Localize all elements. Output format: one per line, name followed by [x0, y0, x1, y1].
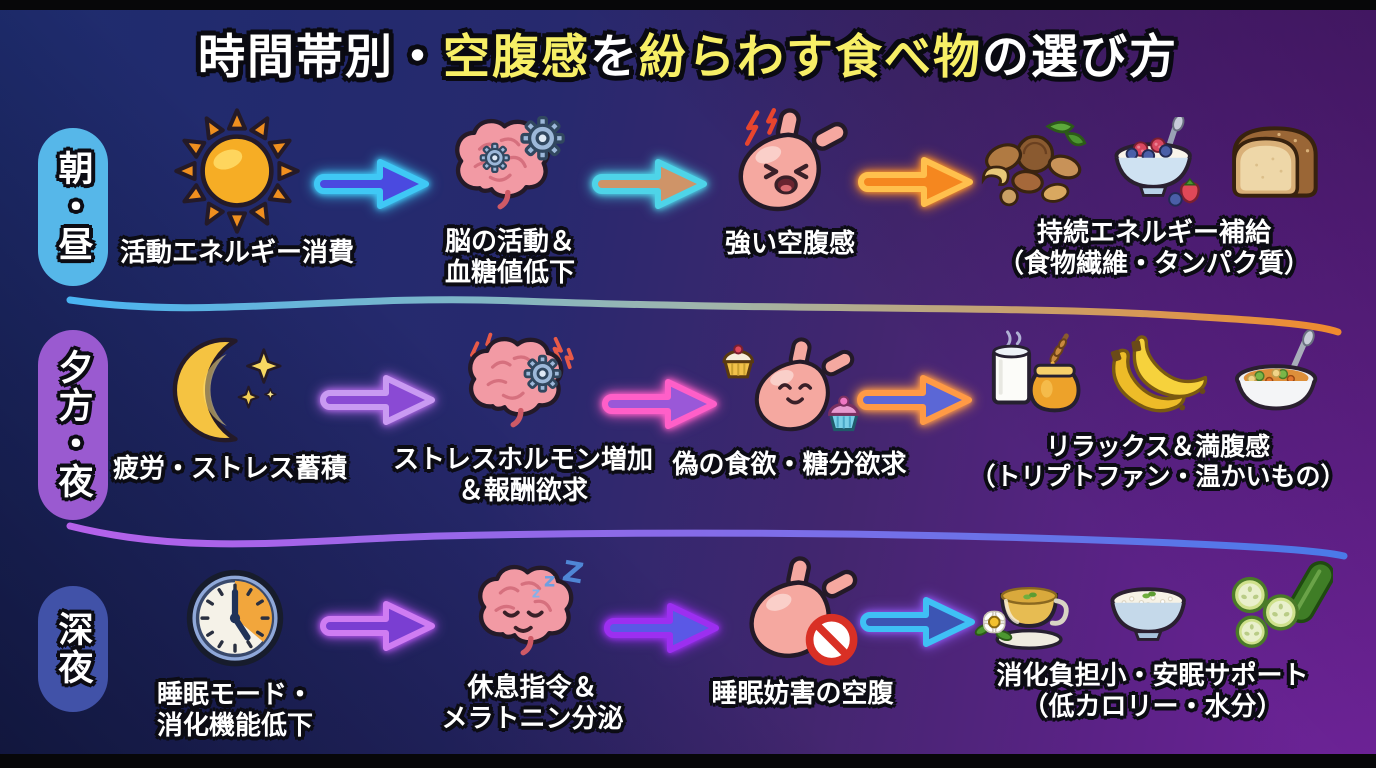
period-label-morning: 朝・昼 [52, 150, 93, 264]
arrow-evening-3 [855, 368, 979, 432]
hot-milk-honey-icon [991, 330, 1081, 413]
stage-label: 睡眠妨害の空腹 [711, 679, 894, 709]
foods-label: 持続エネルギー補給（食物繊維・タンパク質） [997, 218, 1310, 279]
row-separator-2 [0, 514, 1376, 564]
title-seg-5: の選び方 [982, 30, 1178, 85]
stage-label: 疲労・ストレス蓄積 [112, 454, 347, 484]
title-seg-3: を [590, 30, 639, 85]
clock-icon [186, 569, 284, 667]
stage-label: 休息指令＆メラトニン分泌 [441, 673, 624, 734]
period-badge-evening: 夕方・夜 [38, 330, 108, 520]
stage-label: 脳の活動＆血糖値低下 [444, 227, 575, 288]
yogurt-berries-icon [1114, 117, 1200, 207]
stomach-angry-icon [738, 108, 848, 212]
period-label-evening: 夕方・夜 [52, 349, 93, 501]
stage-midnight-hunger: 睡眠妨害の空腹 [690, 556, 915, 710]
chamomile-tea-icon [974, 586, 1069, 650]
stage-midnight-sleepmode: 睡眠モード・消化機能低下 [125, 558, 345, 741]
brain-stress-gear-icon [468, 332, 574, 428]
arrow-midnight-2 [602, 596, 726, 660]
food-icons-row [976, 330, 1340, 428]
foods-label: リラックス＆満腹感（トリプトファン・温かいもの） [970, 432, 1346, 491]
cucumber-icon [1231, 561, 1333, 648]
row-separator-1 [0, 288, 1376, 338]
food-icons-row [973, 560, 1333, 657]
arrow-morning-1 [312, 152, 436, 216]
svg-text:Z: Z [560, 556, 586, 590]
vegetable-soup-icon [1234, 330, 1318, 411]
brain-sleeping-icon: Z z z [477, 556, 586, 656]
svg-text:z: z [543, 568, 554, 591]
title-seg-1: 時間帯別・ [198, 30, 443, 85]
foods-morning: 持続エネルギー補給（食物繊維・タンパク質） [968, 112, 1340, 279]
stage-label: 強い空腹感 [724, 229, 855, 259]
bottom-letterbox-bar [0, 754, 1376, 768]
stage-evening-craving: 偽の食欲・糖分欲求 [662, 334, 917, 481]
brain-gears-icon [455, 115, 565, 210]
food-icons-row [974, 112, 1334, 214]
arrow-evening-1 [318, 368, 442, 432]
stomach-blocked-icon [748, 556, 857, 666]
arrow-midnight-3 [858, 590, 982, 654]
foods-midnight: 消化負担小・安眠サポート（低カロリー・水分） [955, 560, 1350, 722]
title-seg-4: 紛らわす食べ物 [639, 30, 982, 85]
banana-icon [1110, 335, 1208, 413]
stage-label: 睡眠モード・消化機能低下 [156, 680, 313, 741]
stage-label: 活動エネルギー消費 [119, 238, 354, 268]
arrow-morning-3 [856, 150, 980, 214]
stage-label: 偽の食欲・糖分欲求 [672, 450, 907, 480]
period-label-midnight: 深夜 [52, 611, 93, 687]
stage-evening-fatigue: 疲労・ストレス蓄積 [105, 330, 355, 485]
rice-porridge-icon [1109, 587, 1186, 641]
period-badge-midnight: 深夜 [38, 586, 108, 712]
stage-evening-brain: ストレスホルモン増加＆報酬欲求 [388, 328, 658, 506]
svg-text:z: z [531, 585, 539, 601]
stage-midnight-brain: Z z z 休息指令＆メラトニン分泌 [420, 556, 645, 734]
stomach-craving-cupcake-icon [722, 337, 859, 432]
top-letterbox-bar [0, 0, 1376, 10]
stage-morning-brain: 脳の活動＆血糖値低下 [415, 110, 605, 288]
title-seg-2: 空腹感 [443, 30, 590, 85]
moon-stars-icon [172, 337, 282, 443]
period-badge-morning: 朝・昼 [38, 128, 108, 286]
arrow-midnight-1 [318, 594, 442, 658]
sun-icon [174, 108, 300, 234]
stage-morning-hunger: 強い空腹感 [700, 108, 880, 260]
stage-morning-activity: 活動エネルギー消費 [112, 108, 362, 269]
page-title: 時間帯別・空腹感を紛らわす食べ物の選び方 [0, 18, 1376, 87]
foods-evening: リラックス＆満腹感（トリプトファン・温かいもの） [958, 330, 1358, 491]
foods-label: 消化負担小・安眠サポート（低カロリー・水分） [996, 661, 1309, 722]
stage-label: ストレスホルモン増加＆報酬欲求 [392, 445, 653, 506]
almond-nuts-icon [981, 120, 1087, 207]
arrow-evening-2 [600, 372, 724, 436]
arrow-morning-2 [590, 152, 714, 216]
bread-loaf-icon [1232, 126, 1318, 198]
